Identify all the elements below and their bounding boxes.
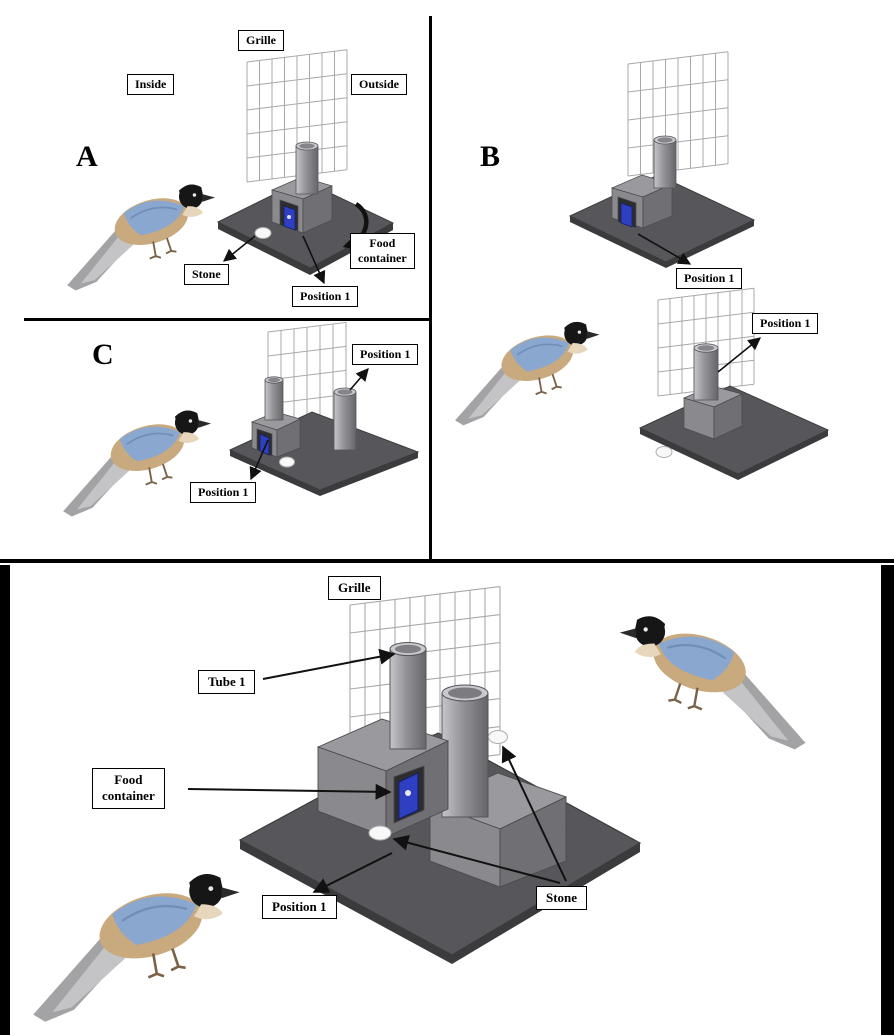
arrow-tube-1	[262, 648, 396, 680]
arrow-stone-grille	[501, 745, 567, 882]
panel-a-letter: A	[76, 140, 98, 173]
food-well	[405, 790, 411, 796]
platform-edge	[230, 450, 320, 496]
inside-label: Inside	[127, 74, 175, 95]
stone-label: Stone	[184, 264, 229, 285]
stone-label: Stone	[536, 886, 588, 911]
arrow-stone-platform	[392, 834, 561, 884]
panel-c-drawing	[62, 322, 420, 518]
tube-1-label: Tube 1	[198, 670, 256, 695]
platform-edge	[240, 840, 452, 964]
food-container-label: Food container	[92, 768, 165, 809]
arrow-food-container	[187, 783, 392, 800]
platform-edge	[640, 428, 738, 480]
position-1-label: Position 1	[292, 286, 359, 307]
tube-1	[389, 642, 427, 750]
bottom-panel-left-bar	[0, 565, 10, 1035]
grille	[627, 51, 729, 177]
outside-label: Outside	[351, 74, 408, 95]
food-container	[398, 772, 419, 820]
horizontal-divider-left-column	[24, 318, 432, 321]
arrow-position-1-top	[349, 368, 369, 391]
bird	[454, 320, 601, 427]
grille	[657, 287, 755, 397]
bird	[62, 409, 213, 518]
position-1-label-bottom: Position 1	[190, 482, 257, 503]
arrow-position-1-bottom	[249, 439, 269, 481]
panel-c-letter: C	[92, 338, 114, 371]
tube-tall	[333, 387, 357, 451]
bird-bottom-left	[31, 872, 241, 1024]
tube-short	[264, 376, 284, 421]
position-1-label-top: Position 1	[352, 344, 419, 365]
tube	[693, 343, 719, 401]
bottom-panel-right-bar	[881, 565, 894, 1035]
stone	[279, 456, 295, 468]
tube	[653, 135, 677, 189]
panel-b-drawing	[454, 51, 830, 480]
food-container	[620, 202, 633, 228]
arrow-position-1-bottom	[717, 337, 761, 373]
tube	[295, 141, 319, 195]
stone	[655, 446, 673, 458]
bird-top-right	[618, 615, 807, 751]
bottom-panel-drawing	[31, 586, 807, 1024]
grille-label: Grille	[328, 576, 381, 601]
platform-edge	[320, 452, 418, 496]
arrow-position-1-top	[637, 233, 692, 265]
vertical-divider	[429, 16, 432, 560]
stone-near-grille	[488, 730, 508, 744]
grille-label: Grille	[238, 30, 284, 51]
position-1-label-bottom: Position 1	[752, 313, 819, 334]
bottom-panel-top-border	[0, 559, 894, 563]
position-1-label: Position 1	[262, 895, 337, 920]
food-well	[287, 215, 291, 219]
stone-on-platform	[368, 825, 392, 841]
arrow-position-1	[302, 235, 326, 285]
arrow-position-1	[312, 852, 393, 893]
position-1-label-top: Position 1	[676, 268, 743, 289]
arrow-stone	[223, 235, 256, 262]
food-container-label: Food container	[350, 233, 415, 269]
stone	[254, 227, 272, 239]
grille	[246, 49, 348, 183]
platform-edge	[738, 430, 828, 480]
platform-edge	[218, 222, 310, 275]
tube-2	[441, 684, 489, 818]
food-container	[259, 433, 270, 456]
panel-b-letter: B	[480, 140, 501, 173]
platform-edge	[570, 216, 666, 268]
